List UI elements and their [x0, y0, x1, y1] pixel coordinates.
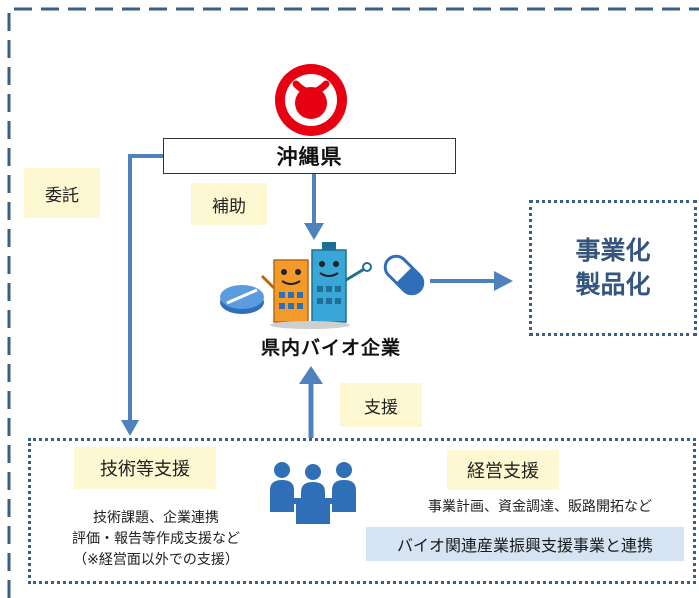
- meeting-people-icon: [270, 462, 356, 524]
- consignment-arrow: [128, 154, 163, 424]
- tech-support-line: 技術課題、企業連携: [93, 510, 219, 526]
- tech-support-line: 評価・報告等作成支援など: [72, 531, 240, 547]
- consignment-label: 委託: [24, 168, 100, 218]
- building-characters-icon: [260, 242, 372, 329]
- support-box: [28, 438, 696, 584]
- management-support-detail: 事業計画、資金調達、販路開拓など: [428, 499, 652, 515]
- commercialization-line-1: 事業化: [575, 236, 651, 266]
- subsidy-label: 補助: [191, 183, 267, 225]
- company-label: 県内バイオ企業: [260, 337, 401, 359]
- commercialization-line-2: 製品化: [575, 270, 651, 299]
- management-support-title: 経営支援: [447, 450, 559, 490]
- support-label: 支援: [340, 383, 422, 427]
- prefecture-name: 沖縄県: [276, 145, 343, 169]
- okinawa-emblem-icon: [275, 64, 347, 136]
- capsule-icon: [383, 254, 425, 296]
- tech-support-details: 技術課題、企業連携 評価・報告等作成支援など （※経営面以外での支援）: [36, 508, 276, 571]
- tech-support-line: （※経営面以外での支援）: [73, 552, 239, 568]
- commercialization-box: 事業化 製品化: [529, 200, 697, 336]
- prefecture-box: 沖縄県: [163, 138, 456, 174]
- tech-support-title: 技術等支援: [74, 447, 216, 489]
- pill-tablet-icon: [220, 285, 264, 314]
- collaboration-label: バイオ関連産業振興支援事業と連携: [366, 527, 684, 561]
